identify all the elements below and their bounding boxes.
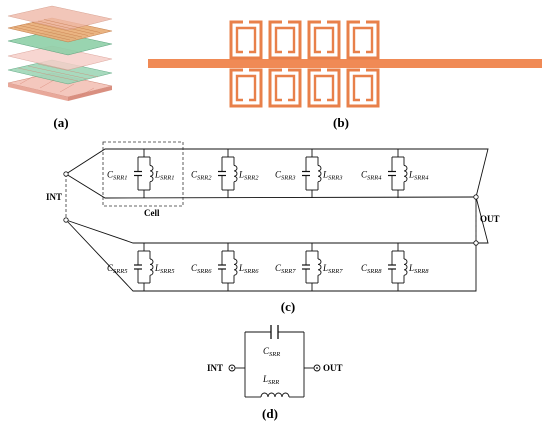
- srr-inner-ring: [235, 26, 257, 54]
- cell-label: Cell: [144, 208, 160, 218]
- lc-cell: CSRR4 LSRR4: [361, 149, 429, 198]
- panel-b-label: (b): [333, 115, 349, 130]
- srr-inner-ring: [235, 74, 257, 102]
- ind-label: LSRR4: [408, 170, 429, 182]
- ind-label: LSRR8: [408, 263, 429, 275]
- srr-inner-ring: [274, 26, 296, 54]
- microstrip-line: [148, 59, 542, 68]
- lc-cell: CSRR6 LSRR6: [191, 243, 259, 291]
- lc-cell: CSRR8 LSRR8: [361, 243, 429, 291]
- port-int-c: INT: [46, 192, 62, 202]
- srr-outer-ring: [307, 68, 341, 108]
- srr-outer-ring: [268, 20, 302, 60]
- panel-d-circuit: [228, 325, 321, 398]
- cap-label: CSRR8: [361, 263, 382, 275]
- port-int-d: INT: [207, 363, 223, 373]
- lc-cell: CSRR7 LSRR7: [275, 243, 343, 291]
- port-out-c: OUT: [480, 214, 500, 224]
- lc-cell: CSRR3 LSRR3: [275, 149, 343, 198]
- lc-cell: CSRR2 LSRR2: [191, 149, 259, 198]
- panel-a-layer-stack: [7, 5, 113, 101]
- cell-highlight-box: [102, 141, 184, 207]
- ind-label: LSRR2: [238, 170, 259, 182]
- ind-label: LSRR6: [238, 263, 259, 275]
- srr-inner-ring: [352, 74, 374, 102]
- ind-label: LSRR5: [154, 263, 175, 275]
- ind-label-d: LSRR: [262, 374, 279, 386]
- srr-inner-ring: [313, 74, 335, 102]
- srr-inner-ring: [352, 26, 374, 54]
- lc-cell: CSRR5 LSRR5: [107, 243, 175, 291]
- srr-outer-ring: [268, 68, 302, 108]
- srr-inner-ring: [313, 26, 335, 54]
- cap-label: CSRR5: [107, 263, 128, 275]
- cap-label: CSRR7: [275, 263, 296, 275]
- srr-outer-ring: [346, 20, 380, 60]
- cap-label: CSRR4: [361, 170, 382, 182]
- srr-outer-ring: [229, 68, 263, 108]
- ind-label: LSRR7: [322, 263, 343, 275]
- panel-a-label: (a): [53, 115, 68, 130]
- cap-label: CSRR1: [107, 170, 127, 182]
- cap-label-d: CSRR: [263, 346, 280, 358]
- srr-inner-ring: [274, 74, 296, 102]
- panel-b-srr-layout: [148, 20, 542, 108]
- srr-outer-ring: [229, 20, 263, 60]
- panel-c-circuit: CSRR1 LSRR1 CSRR2 LSRR2 CSRR3 LSRR3 CSRR4 LSRR4…: [63, 141, 489, 292]
- cap-label: CSRR3: [275, 170, 296, 182]
- ind-label: LSRR3: [322, 170, 343, 182]
- lc-cell: CSRR1 LSRR1: [107, 149, 174, 198]
- port-out-d: OUT: [323, 363, 343, 373]
- cap-label: CSRR6: [191, 263, 212, 275]
- panel-d-label: (d): [262, 406, 278, 421]
- srr-outer-ring: [346, 68, 380, 108]
- ind-label: LSRR1: [154, 170, 174, 182]
- panel-c-label: (c): [281, 299, 295, 314]
- cap-label: CSRR2: [191, 170, 212, 182]
- srr-outer-ring: [307, 20, 341, 60]
